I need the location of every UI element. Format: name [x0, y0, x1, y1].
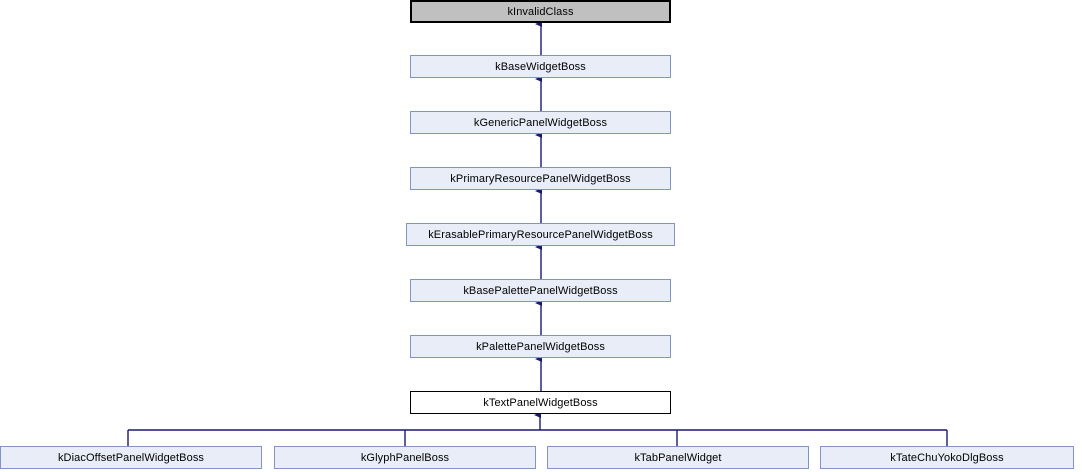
- class-node-label: kPrimaryResourcePanelWidgetBoss: [450, 172, 631, 185]
- class-node-kbasepalettepanelwidgetboss[interactable]: kBasePalettePanelWidgetBoss: [410, 279, 671, 302]
- class-node-kglyphpanelboss[interactable]: kGlyphPanelBoss: [274, 446, 536, 469]
- class-node-label: kTabPanelWidget: [634, 451, 722, 464]
- class-node-kinvalidclass[interactable]: kInvalidClass: [410, 0, 671, 23]
- class-node-label: kTextPanelWidgetBoss: [483, 396, 598, 409]
- class-node-label: kPalettePanelWidgetBoss: [476, 340, 605, 353]
- class-node-kgenericpanelwidgetboss[interactable]: kGenericPanelWidgetBoss: [410, 111, 671, 134]
- class-node-label: kDiacOffsetPanelWidgetBoss: [57, 451, 205, 464]
- class-node-ktextpanelwidgetboss[interactable]: kTextPanelWidgetBoss: [410, 391, 671, 414]
- class-node-ktabpanelwidget[interactable]: kTabPanelWidget: [547, 446, 809, 469]
- class-node-label: kErasablePrimaryResourcePanelWidgetBoss: [428, 228, 653, 241]
- class-node-kprimaryresourcepanelwidgetboss[interactable]: kPrimaryResourcePanelWidgetBoss: [410, 167, 671, 190]
- class-node-ktatechuyokodlgboss[interactable]: kTateChuYokoDlgBoss: [820, 446, 1074, 469]
- class-node-label: kGlyphPanelBoss: [360, 451, 450, 464]
- class-node-kbasewidgetboss[interactable]: kBaseWidgetBoss: [410, 55, 671, 78]
- class-node-kpalettepanelwidgetboss[interactable]: kPalettePanelWidgetBoss: [410, 335, 671, 358]
- class-node-label: kInvalidClass: [507, 5, 574, 18]
- class-node-kdiacoffsetpanelwidgetboss[interactable]: kDiacOffsetPanelWidgetBoss: [0, 446, 262, 469]
- class-node-kerasableprimaryresourcepanelwidgetboss[interactable]: kErasablePrimaryResourcePanelWidgetBoss: [406, 223, 675, 246]
- class-node-label: kTateChuYokoDlgBoss: [890, 451, 1004, 464]
- class-node-label: kBaseWidgetBoss: [495, 60, 586, 73]
- class-node-label: kGenericPanelWidgetBoss: [473, 116, 608, 129]
- class-node-label: kBasePalettePanelWidgetBoss: [463, 284, 618, 297]
